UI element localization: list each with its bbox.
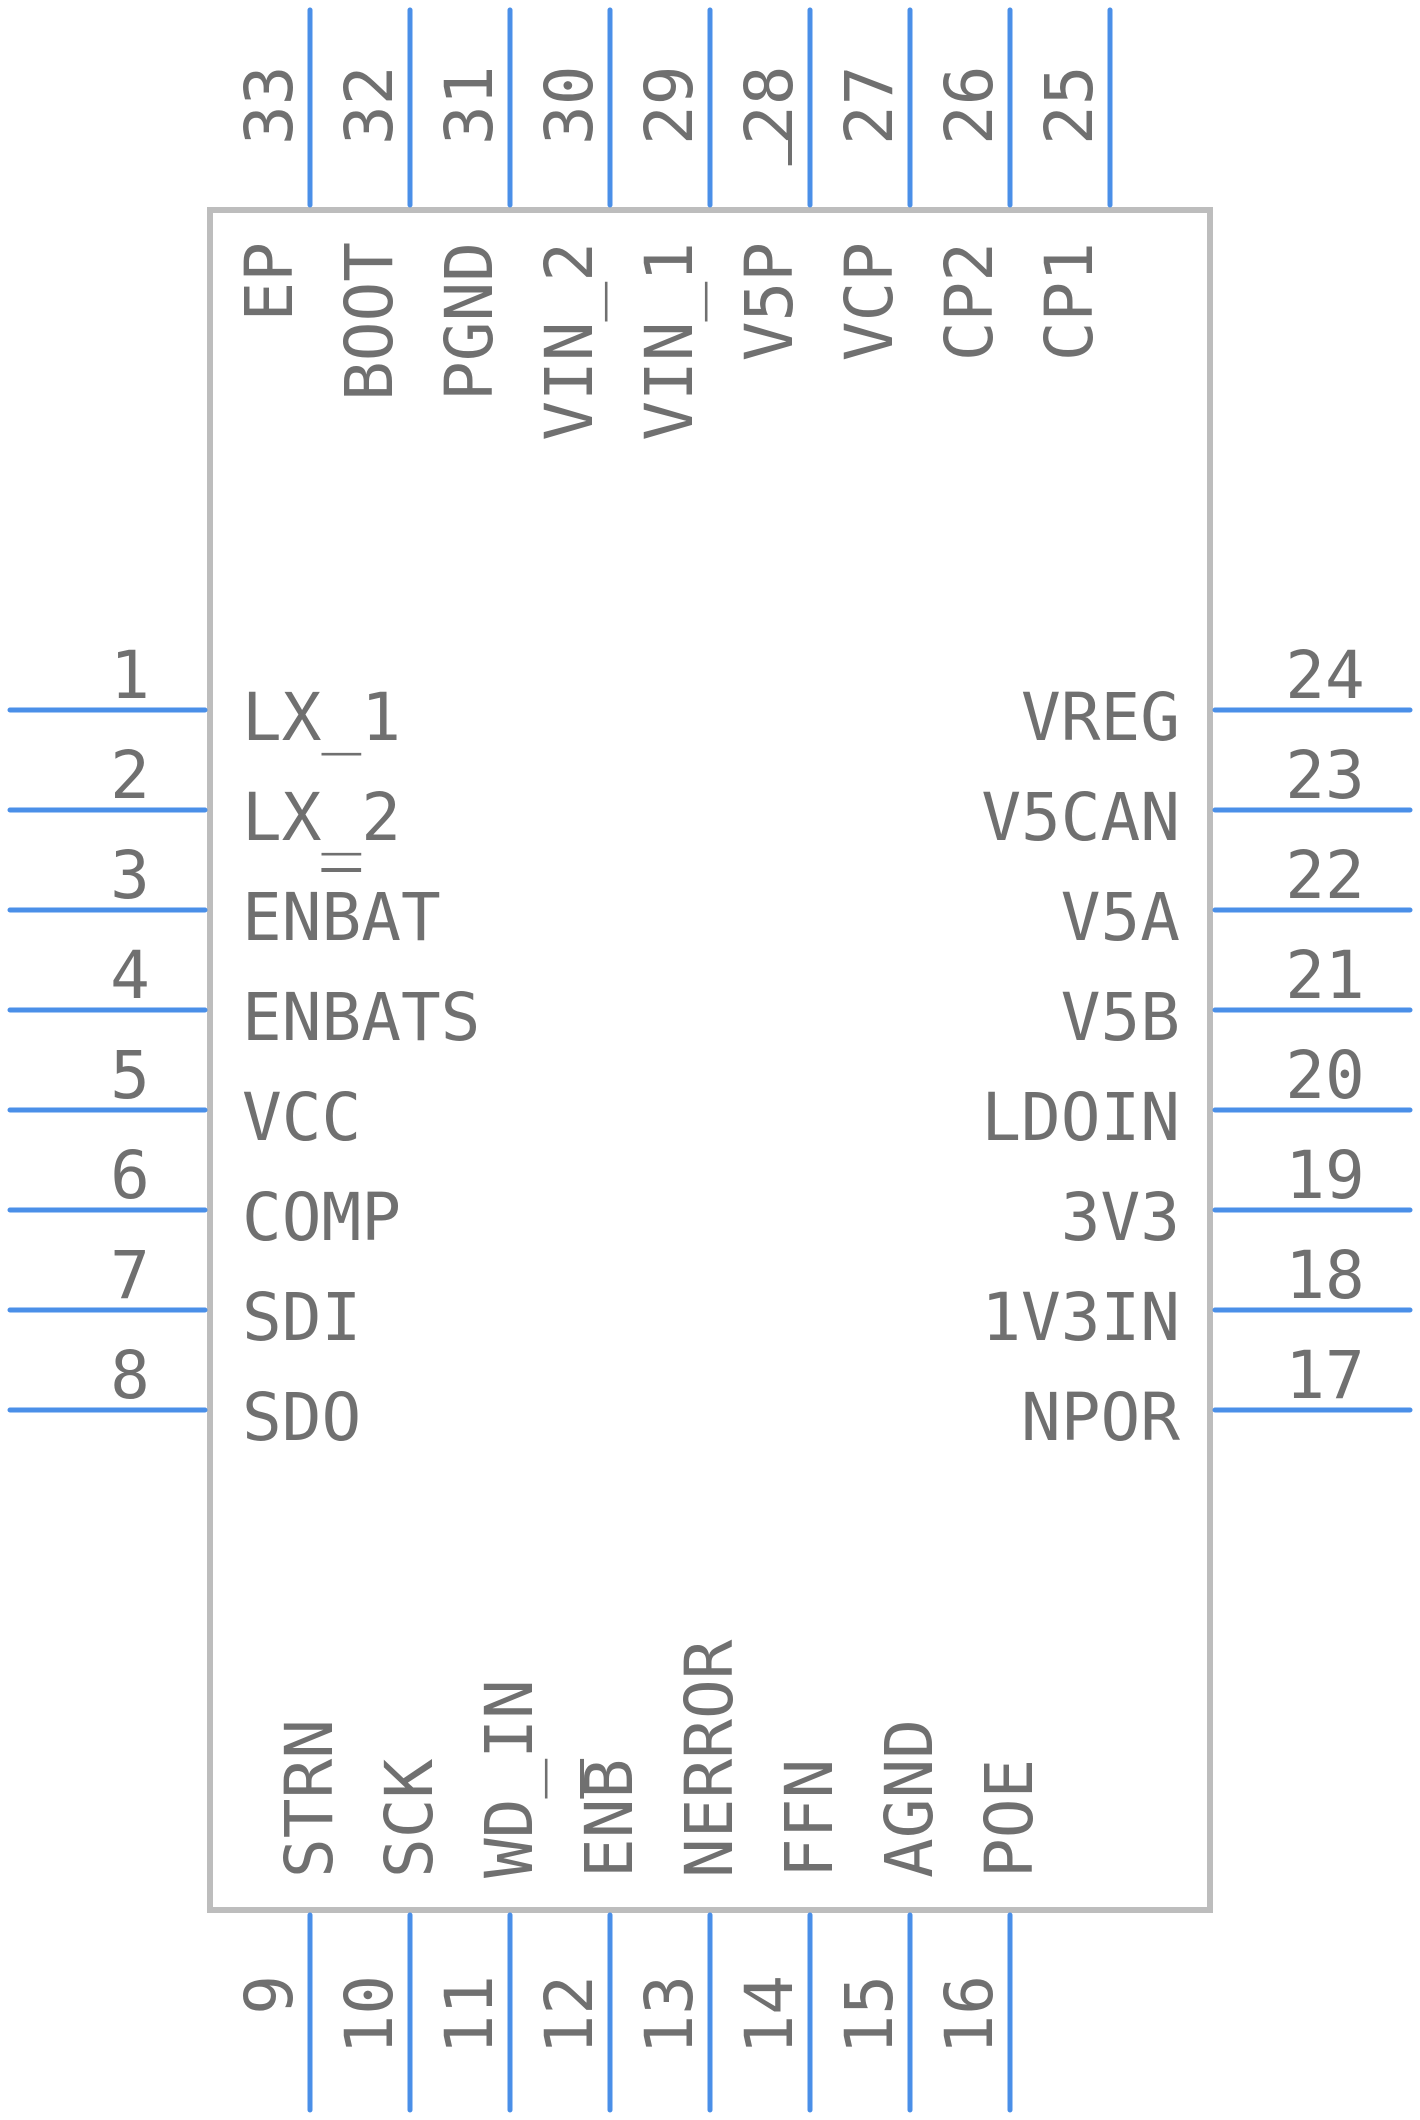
pin-1-number: 1 (110, 637, 150, 714)
pin-10-label-sck: SCK (371, 1759, 448, 1878)
pin-24-number: 24 (1285, 637, 1364, 714)
pin-14-label-ffn: FFN (771, 1759, 848, 1878)
pin-12-number: 12 (531, 1975, 608, 2054)
pin-19-label-3v3: 3V3 (1061, 1179, 1180, 1256)
pin-28-label-v5p: V5P (731, 242, 808, 361)
pin-33-number: 33 (231, 66, 308, 145)
pin-18-number: 18 (1285, 1237, 1364, 1314)
pin-14-number: 14 (731, 1975, 808, 2054)
pin-4-label-enbats: ENBATS (242, 979, 480, 1056)
pin-16-label-poe: POE (971, 1759, 1048, 1878)
pin-28-number: 28 (731, 66, 808, 145)
pin-20-number: 20 (1285, 1037, 1364, 1114)
pin-31-label-pgnd: PGND (431, 242, 508, 401)
pin-29-number: 29 (631, 66, 708, 145)
pin-31-number: 31 (431, 66, 508, 145)
pin-16-number: 16 (931, 1975, 1008, 2054)
pin-6-label-comp: COMP (242, 1179, 401, 1256)
pin-11-label-wd-in: WD_IN (471, 1679, 548, 1878)
pin-17-label-npor: NPOR (1021, 1379, 1180, 1456)
pin-8-label-sdo: SDO (242, 1379, 361, 1456)
pin-1-label-lx-1: LX_1 (242, 679, 401, 756)
pin-11-number: 11 (431, 1975, 508, 2054)
pin-26-number: 26 (931, 66, 1008, 145)
pin-22-number: 22 (1285, 837, 1364, 914)
pin-8-number: 8 (110, 1337, 150, 1414)
pin-21-number: 21 (1285, 937, 1364, 1014)
pin-30-label-vin-2: VIN_2 (531, 242, 608, 441)
pin-32-number: 32 (331, 66, 408, 145)
pin-3-number: 3 (110, 837, 150, 914)
pin-27-number: 27 (831, 66, 908, 145)
pin-25-label-cp1: CP1 (1031, 242, 1108, 361)
pin-15-label-agnd: AGND (871, 1719, 948, 1878)
pin-25-number: 25 (1031, 66, 1108, 145)
pin-10-number: 10 (331, 1975, 408, 2054)
pin-23-number: 23 (1285, 737, 1364, 814)
ic-body (207, 207, 1213, 1913)
pin-21-label-v5b: V5B (1061, 979, 1180, 1056)
pin-9-number: 9 (231, 1975, 308, 2015)
pin-33-label-ep: EP (231, 242, 308, 321)
pin-19-number: 19 (1285, 1137, 1364, 1214)
pin-29-label-vin-1: VIN_1 (631, 242, 708, 441)
pin-22-label-v5a: V5A (1061, 879, 1180, 956)
pin-27-label-vcp: VCP (831, 242, 908, 361)
pin-30-number: 30 (531, 66, 608, 145)
pin-7-label-sdi: SDI (242, 1279, 361, 1356)
pin-17-number: 17 (1285, 1337, 1364, 1414)
pin-3-label-enbat: ENBAT (242, 879, 441, 956)
pin-9-label-strn: STRN (271, 1719, 348, 1878)
pin-26-label-cp2: CP2 (931, 242, 1008, 361)
pin-13-label-nerror: NERROR (671, 1639, 748, 1878)
pin-4-number: 4 (110, 937, 150, 1014)
pin-24-label-vreg: VREG (1021, 679, 1180, 756)
pin-18-label-1v3in: 1V3IN (981, 1279, 1180, 1356)
pin-2-number: 2 (110, 737, 150, 814)
pin-23-label-v5can: V5CAN (981, 779, 1180, 856)
pin-15-number: 15 (831, 1975, 908, 2054)
pin-7-number: 7 (110, 1237, 150, 1314)
pin-6-number: 6 (110, 1137, 150, 1214)
pin-13-number: 13 (631, 1975, 708, 2054)
pin-5-label-vcc: VCC (242, 1079, 361, 1156)
pin-32-label-boot: BOOT (331, 242, 408, 401)
pin-5-number: 5 (110, 1037, 150, 1114)
pin-20-label-ldoin: LDOIN (981, 1079, 1180, 1156)
pin-2-label-lx-2: LX_2 (242, 779, 401, 856)
